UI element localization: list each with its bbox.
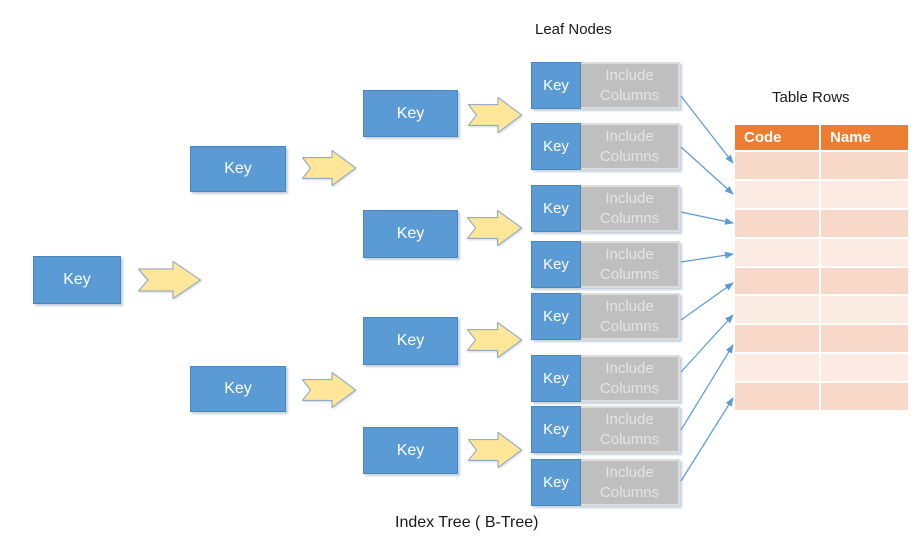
leaf-node-4: Key Include Columns <box>531 241 680 288</box>
leaf-to-row-arrow <box>680 95 734 164</box>
leaf-to-row-arrow <box>680 251 734 263</box>
leaf-include-columns-label: Include Columns <box>581 459 680 506</box>
index-tree-title: Index Tree ( B-Tree) <box>395 514 539 531</box>
leaf-to-row-arrow <box>680 397 734 482</box>
leaf-key-label: Key <box>531 459 581 506</box>
flow-arrow-icon <box>467 322 522 358</box>
leaf-key-label: Key <box>531 241 581 288</box>
flow-arrow-icon <box>468 432 522 468</box>
table-cell <box>735 354 819 382</box>
leaf-node-7: Key Include Columns <box>531 406 680 453</box>
leaf-node-1: Key Include Columns <box>531 62 680 109</box>
table-cell <box>821 180 908 208</box>
leaf-include-columns-label: Include Columns <box>581 406 680 453</box>
leaf-node-5: Key Include Columns <box>531 293 680 340</box>
leaf-node-6: Key Include Columns <box>531 355 680 402</box>
leaf-to-row-arrow <box>680 146 734 195</box>
table-cell <box>821 383 908 410</box>
table-cell <box>735 152 819 179</box>
root-key-node: Key <box>33 256 121 304</box>
level3-key-node-4: Key <box>363 427 458 474</box>
leaf-include-columns-label: Include Columns <box>581 241 680 288</box>
leaf-key-label: Key <box>531 123 581 170</box>
table-cell <box>821 325 908 353</box>
table-header-code: Code <box>735 125 819 150</box>
leaf-to-row-arrow <box>680 314 734 373</box>
level3-key-node-2: Key <box>363 210 458 258</box>
leaf-key-label: Key <box>531 293 581 340</box>
table-cell <box>821 267 908 295</box>
leaf-nodes-title: Leaf Nodes <box>535 21 612 38</box>
table-cell <box>735 238 819 266</box>
leaf-key-label: Key <box>531 185 581 232</box>
flow-arrow-icon <box>302 372 356 408</box>
leaf-include-columns-label: Include Columns <box>581 185 680 232</box>
flow-arrow-icon <box>302 150 356 186</box>
leaf-include-columns-label: Include Columns <box>581 293 680 340</box>
table-cell <box>821 238 908 266</box>
table-header-name: Name <box>821 125 908 150</box>
table-cell <box>735 267 819 295</box>
table-cell <box>735 296 819 324</box>
table-cell <box>735 383 819 410</box>
leaf-key-label: Key <box>531 62 581 109</box>
table-cell <box>735 325 819 353</box>
table-rows-grid: Code Name <box>735 125 908 410</box>
table-cell <box>735 180 819 208</box>
leaf-key-label: Key <box>531 406 581 453</box>
table-rows-title: Table Rows <box>772 89 850 106</box>
leaf-include-columns-label: Include Columns <box>581 123 680 170</box>
leaf-node-3: Key Include Columns <box>531 185 680 232</box>
leaf-node-8: Key Include Columns <box>531 459 680 506</box>
table-cell <box>821 354 908 382</box>
level2-key-node-top: Key <box>190 146 286 192</box>
table-cell <box>821 152 908 179</box>
level3-key-node-3: Key <box>363 317 458 365</box>
table-cell <box>735 209 819 237</box>
flow-arrow-icon <box>468 97 522 133</box>
leaf-to-row-arrow <box>680 282 734 321</box>
flow-arrow-icon <box>467 210 522 246</box>
leaf-key-label: Key <box>531 355 581 402</box>
leaf-node-2: Key Include Columns <box>531 123 680 170</box>
flow-arrow-icon <box>138 261 201 299</box>
level2-key-node-bottom: Key <box>190 366 286 412</box>
leaf-to-row-arrow <box>680 344 734 431</box>
leaf-include-columns-label: Include Columns <box>581 62 680 109</box>
table-cell <box>821 296 908 324</box>
leaf-include-columns-label: Include Columns <box>581 355 680 402</box>
leaf-to-row-arrow <box>680 211 734 225</box>
level3-key-node-1: Key <box>363 90 458 137</box>
table-cell <box>821 209 908 237</box>
